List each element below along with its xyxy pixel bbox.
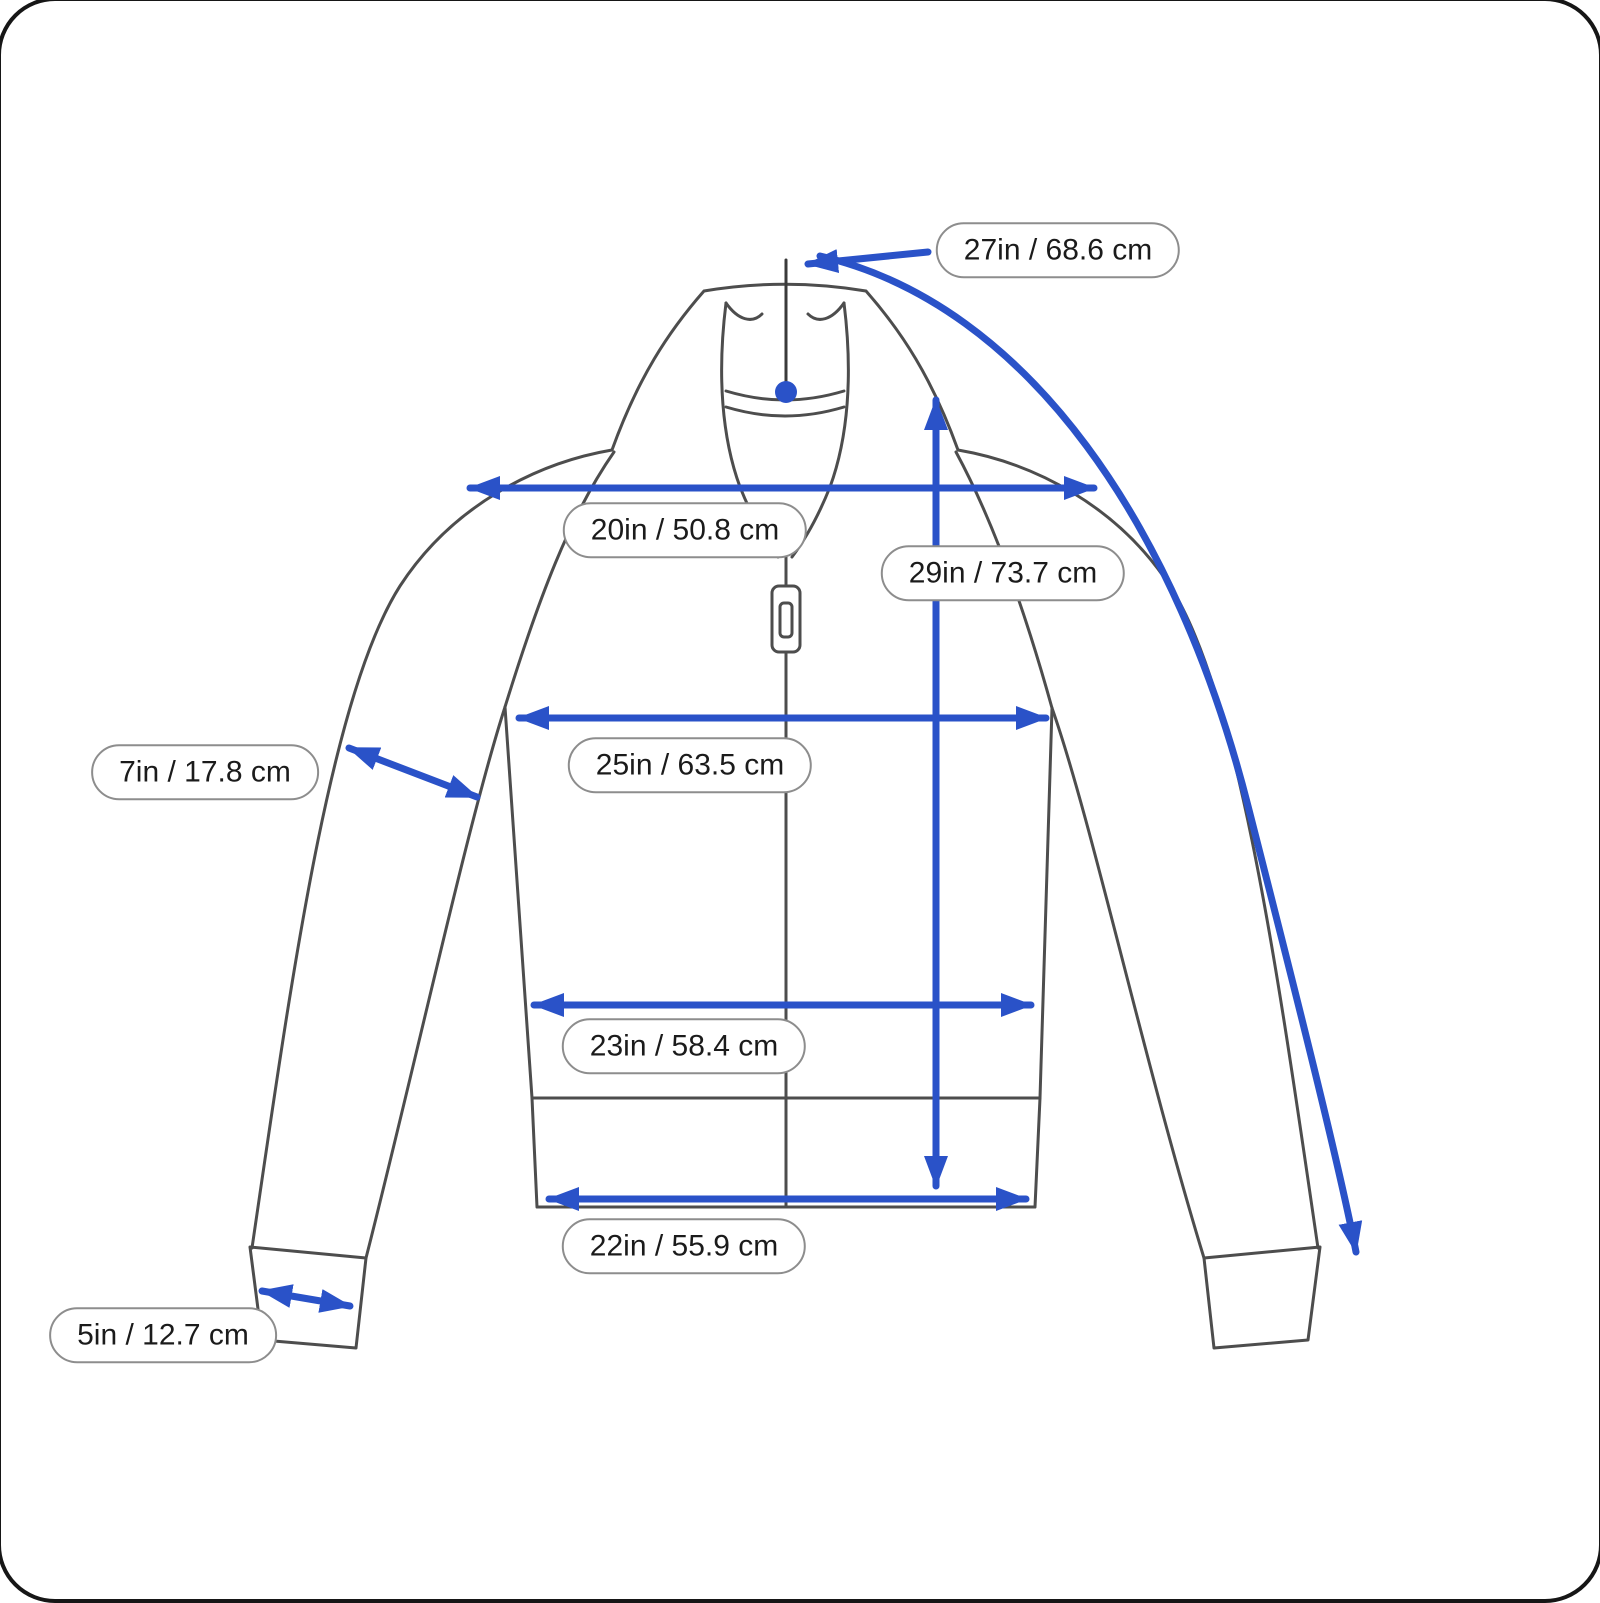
left-sleeve-outer-edge [250,448,614,1250]
right-sleeve-inner-edge [1050,706,1206,1260]
left-sleeve-inner-edge [364,705,507,1260]
collar-fold-left [724,301,764,321]
neck-point-dot [775,381,797,403]
measurement-label-sleeve-length: 27in / 68.6 cm [935,222,1181,278]
measurement-label-chest-width: 25in / 63.5 cm [567,737,813,793]
sleeve-label-pointer-arrow [804,248,932,273]
zipper-pull [770,584,802,654]
left-cuff [248,1245,368,1350]
armhole-arrow [345,744,481,801]
sleeve-length-curve-arrow [816,252,1363,1256]
collar-fold-right [806,301,846,321]
jacket-drawing [248,282,1322,1350]
measurement-label-cuff-width: 5in / 12.7 cm [49,1307,277,1363]
measurement-label-shoulder-width: 20in / 50.8 cm [562,502,808,558]
right-cuff [1202,1245,1322,1350]
measurement-label-hem-width: 22in / 55.9 cm [561,1218,807,1274]
measurement-label-armhole: 7in / 17.8 cm [91,744,319,800]
measurement-label-waist-width: 23in / 58.4 cm [561,1018,807,1074]
measurement-label-body-length: 29in / 73.7 cm [880,545,1126,601]
measurement-arrows [258,248,1363,1313]
cuff-width-arrow [258,1284,354,1313]
collar-inner-right [790,301,850,559]
torso-sides [503,705,1054,1100]
zipper-pull-slot [778,601,794,639]
